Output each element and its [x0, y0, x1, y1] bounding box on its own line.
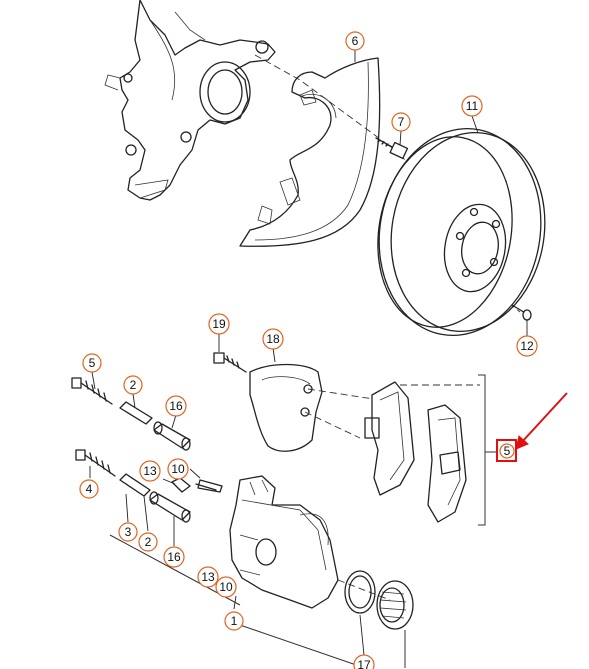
bolt-7	[375, 137, 409, 160]
steering-knuckle	[104, 0, 276, 201]
callout-label: 16	[167, 550, 181, 564]
callout-label: 13	[201, 570, 215, 584]
caliper-housing	[229, 475, 339, 609]
callout-label: 4	[86, 482, 93, 496]
bolt-19	[213, 352, 247, 373]
callout-1[interactable]: 1	[224, 611, 244, 631]
bottom-bracket-line	[239, 624, 406, 669]
callout-label: 17	[357, 658, 371, 669]
brake-pad-outer	[427, 404, 467, 523]
callout-3[interactable]: 3	[118, 522, 138, 542]
brake-disc	[377, 127, 546, 337]
seal-ring	[344, 570, 376, 614]
callout-label: 7	[398, 115, 405, 129]
pad-bracket	[478, 374, 498, 526]
callout-label: 5	[89, 356, 96, 370]
callout-label: 10	[171, 462, 185, 476]
callout-label: 13	[143, 464, 157, 478]
callout-5-left[interactable]: 5	[82, 353, 102, 373]
bush-upper	[153, 421, 191, 451]
callout-13-lower[interactable]: 13	[197, 566, 219, 588]
callout-11[interactable]: 11	[461, 95, 483, 117]
splash-shield	[239, 57, 381, 247]
guide-sleeve-upper	[119, 401, 153, 425]
callout-label: 1	[231, 614, 238, 628]
callout-label: 5	[504, 444, 511, 458]
callout-label: 16	[169, 399, 183, 413]
caliper-carrier-bracket	[249, 363, 323, 452]
axis-line-carrier-2	[304, 411, 361, 439]
callout-17[interactable]: 17	[353, 654, 375, 669]
callout-label: 19	[212, 317, 226, 331]
guide-bolt-lower	[75, 449, 116, 477]
brake-pad-inner	[364, 381, 415, 496]
callout-10-lower[interactable]: 10	[215, 576, 237, 598]
bleeder-valve	[171, 477, 223, 493]
callout-16-upper[interactable]: 16	[165, 395, 187, 417]
callout-10-upper[interactable]: 10	[167, 458, 189, 480]
callout-label: 10	[219, 580, 233, 594]
callout-19[interactable]: 19	[208, 313, 230, 335]
highlight-arrow	[515, 392, 568, 450]
callout-4[interactable]: 4	[79, 479, 99, 499]
callout-13-upper[interactable]: 13	[139, 460, 161, 482]
callout-18[interactable]: 18	[262, 328, 284, 350]
callout-5-highlighted[interactable]: 5	[496, 439, 517, 462]
leader-lines	[89, 50, 528, 656]
callout-2-upper[interactable]: 2	[123, 375, 143, 395]
axis-line-carrier	[307, 388, 381, 401]
guide-bolt-upper	[71, 377, 113, 405]
callout-6[interactable]: 6	[345, 31, 365, 51]
piston-boot	[376, 580, 414, 630]
callout-16-lower[interactable]: 16	[163, 546, 185, 568]
callout-label: 3	[125, 525, 132, 539]
callout-12[interactable]: 12	[516, 335, 538, 357]
callout-label: 2	[130, 378, 137, 392]
bush-lower	[149, 491, 191, 523]
callout-2-lower[interactable]: 2	[138, 532, 158, 552]
callout-label: 6	[352, 34, 359, 48]
callout-label: 2	[145, 535, 152, 549]
callout-label: 11	[466, 99, 479, 113]
callout-label: 12	[520, 339, 534, 353]
guide-sleeve-lower	[119, 473, 151, 497]
callout-7[interactable]: 7	[391, 112, 411, 132]
callout-label: 18	[266, 332, 280, 346]
screw-12	[511, 304, 532, 321]
